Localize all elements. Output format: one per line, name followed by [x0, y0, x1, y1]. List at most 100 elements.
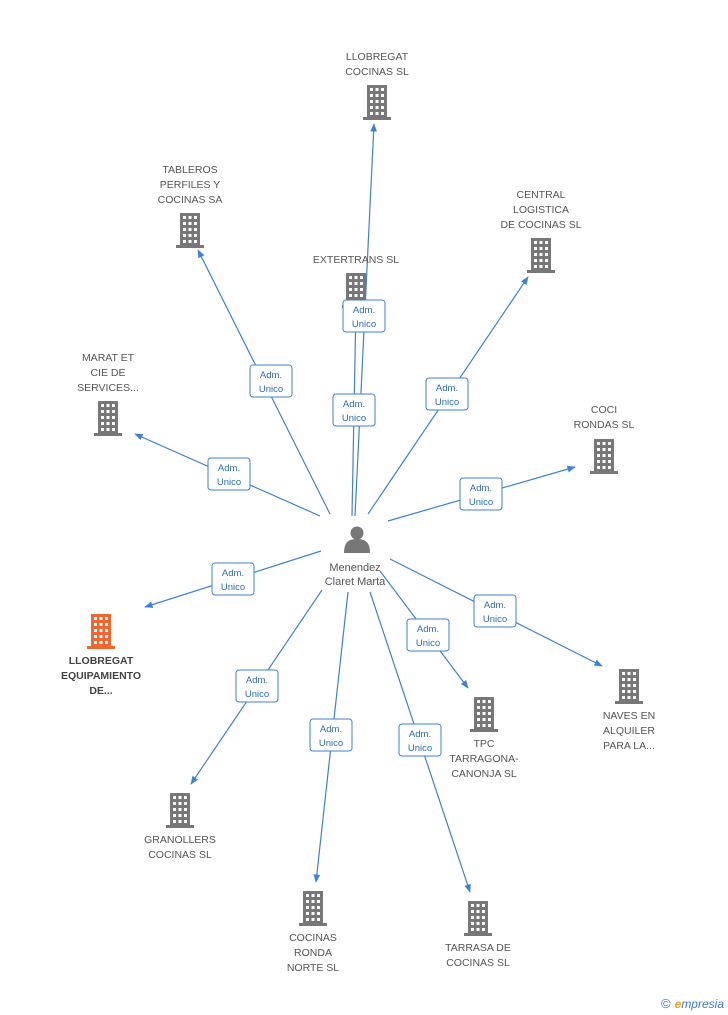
edge-label-box	[459, 477, 503, 511]
company-name-line: LLOBREGAT	[69, 655, 134, 667]
edge-label-text: Adm.	[222, 568, 244, 579]
edge-label-text: Adm.	[353, 305, 375, 316]
edge-label-text: Adm.	[218, 463, 240, 474]
company-node-tarrasa-cocinas[interactable]: TARRASA DE COCINAS SL	[445, 901, 511, 969]
company-name-line: PERFILES Y	[160, 179, 221, 191]
edge-label-central-logistica[interactable]: Adm. Unico	[425, 377, 469, 411]
edge-label-text: Unico	[319, 738, 343, 749]
company-name-line: CANONJA SL	[451, 768, 517, 780]
edge-label-box	[235, 669, 279, 703]
copyright-icon: ©	[661, 996, 671, 1011]
edge-label-text: Adm.	[436, 383, 458, 394]
edge-label-naves-alquiler[interactable]: Adm. Unico	[473, 594, 517, 628]
building-icon	[176, 213, 204, 248]
company-name-line: TABLEROS	[162, 164, 217, 176]
edge-label-text: Unico	[352, 319, 376, 330]
edge-label-text: Adm.	[470, 483, 492, 494]
building-icon	[615, 669, 643, 704]
edge-label-text: Unico	[342, 413, 366, 424]
edge-label-box	[473, 594, 517, 628]
company-name-line: MARAT ET	[82, 352, 135, 364]
company-name-line: EQUIPAMIENTO	[61, 670, 141, 682]
edge-label-text: Unico	[245, 689, 269, 700]
person-name-line-2: Claret Marta	[325, 576, 386, 588]
company-name-line: RONDAS SL	[574, 419, 635, 431]
edge-labels-layer: Adm.UnicoAdm.UnicoAdm.UnicoAdm.UnicoAdm.…	[207, 299, 517, 757]
edge-label-tableros-perfiles[interactable]: Adm. Unico	[249, 364, 293, 398]
company-node-granollers-cocinas[interactable]: GRANOLLERS COCINAS SL	[144, 793, 216, 861]
company-name-line: COCI	[591, 404, 617, 416]
company-name-line: RONDA	[294, 947, 332, 959]
edge-label-text: Unico	[435, 397, 459, 408]
company-name-line: NAVES EN	[603, 710, 655, 722]
company-node-llobregat-equipamiento[interactable]: LLOBREGAT EQUIPAMIENTO DE...	[61, 614, 141, 697]
company-node-tableros-perfiles[interactable]: TABLEROS PERFILES Y COCINAS SA	[158, 164, 223, 248]
building-icon	[363, 85, 391, 120]
company-name-line: SERVICES...	[77, 382, 139, 394]
building-icon	[590, 439, 618, 474]
edge-label-extertrans[interactable]: Adm. Unico	[332, 393, 376, 427]
edge-label-llobregat-cocinas[interactable]: Adm. Unico	[342, 299, 386, 333]
edge-label-box	[425, 377, 469, 411]
company-name-line: COCINAS SL	[345, 66, 409, 78]
company-name-line: DE...	[89, 685, 112, 697]
company-name-line: DE COCINAS SL	[500, 219, 581, 231]
edge-label-text: Adm.	[320, 724, 342, 735]
edge-label-box	[406, 618, 450, 652]
center-person[interactable]: Menendez Claret Marta	[325, 526, 386, 589]
nodes-layer: LLOBREGAT COCINAS SL TABLEROS PERFILES Y COC…	[61, 51, 655, 974]
company-name-line: TARRASA DE	[445, 942, 511, 954]
edge-label-tarrasa-cocinas[interactable]: Adm. Unico	[398, 723, 442, 757]
edge-label-cocinas-ronda-norte[interactable]: Adm. Unico	[309, 718, 353, 752]
edge-label-text: Adm.	[409, 729, 431, 740]
edge-label-text: Adm.	[343, 399, 365, 410]
company-name-line: COCINAS SL	[446, 957, 510, 969]
edge-label-text: Adm.	[260, 370, 282, 381]
building-icon	[94, 401, 122, 436]
edge-label-marat-cie[interactable]: Adm.Unico	[207, 457, 251, 491]
edge-label-text: Unico	[408, 743, 432, 754]
edge-label-text: Adm.	[417, 624, 439, 635]
edge-label-text: Adm.	[484, 600, 506, 611]
edge-label-llobregat-equipamiento[interactable]: Adm. Unico	[211, 562, 255, 596]
company-name-line: COCINAS SL	[148, 849, 212, 861]
brand-logo-e: e	[674, 996, 682, 1011]
edge-label-text: Unico	[259, 384, 283, 395]
edge-label-text: Unico	[221, 582, 245, 593]
edge-label-box	[309, 718, 353, 752]
company-name-line: LOGISTICA	[513, 204, 569, 216]
company-node-llobregat-cocinas[interactable]: LLOBREGAT COCINAS SL	[345, 51, 409, 120]
edge-label-text: Unico	[416, 638, 440, 649]
edge-label-box	[332, 393, 376, 427]
edge-label-coci-rondas[interactable]: Adm.Unico	[459, 477, 503, 511]
edge-label-granollers-cocinas[interactable]: Adm. Unico	[235, 669, 279, 703]
company-node-central-logistica[interactable]: CENTRAL LOGISTICA DE COCINAS SL	[500, 189, 582, 273]
company-name-line: LLOBREGAT	[346, 51, 409, 63]
edge-label-text: Adm.	[246, 675, 268, 686]
company-node-cocinas-ronda-norte[interactable]: COCINAS RONDA NORTE SL	[287, 891, 339, 974]
company-name-line: NORTE SL	[287, 962, 339, 974]
edge-label-tpc-tarragona[interactable]: Adm. Unico	[406, 618, 450, 652]
company-name-line: CENTRAL	[516, 189, 565, 201]
company-name-line: EXTERTRANS SL	[313, 254, 399, 266]
building-icon	[527, 238, 555, 273]
company-name-line: COCINAS SA	[158, 194, 223, 206]
building-icon	[166, 793, 194, 828]
empresia-brand[interactable]: © empresia	[661, 996, 724, 1011]
company-name-line: TPC	[474, 738, 495, 750]
building-icon	[470, 697, 498, 732]
brand-name: mpresia	[681, 996, 724, 1011]
building-icon	[464, 901, 492, 936]
person-icon	[344, 526, 370, 553]
company-name-line: COCINAS	[289, 932, 337, 944]
edge-label-text: Unico	[483, 614, 507, 625]
person-name-line-1: Menendez	[329, 562, 380, 574]
company-name-line: ALQUILER	[603, 725, 655, 737]
company-name-line: GRANOLLERS	[144, 834, 216, 846]
company-node-coci-rondas[interactable]: COCI RONDAS SL	[574, 404, 635, 474]
edge-label-box	[211, 562, 255, 596]
